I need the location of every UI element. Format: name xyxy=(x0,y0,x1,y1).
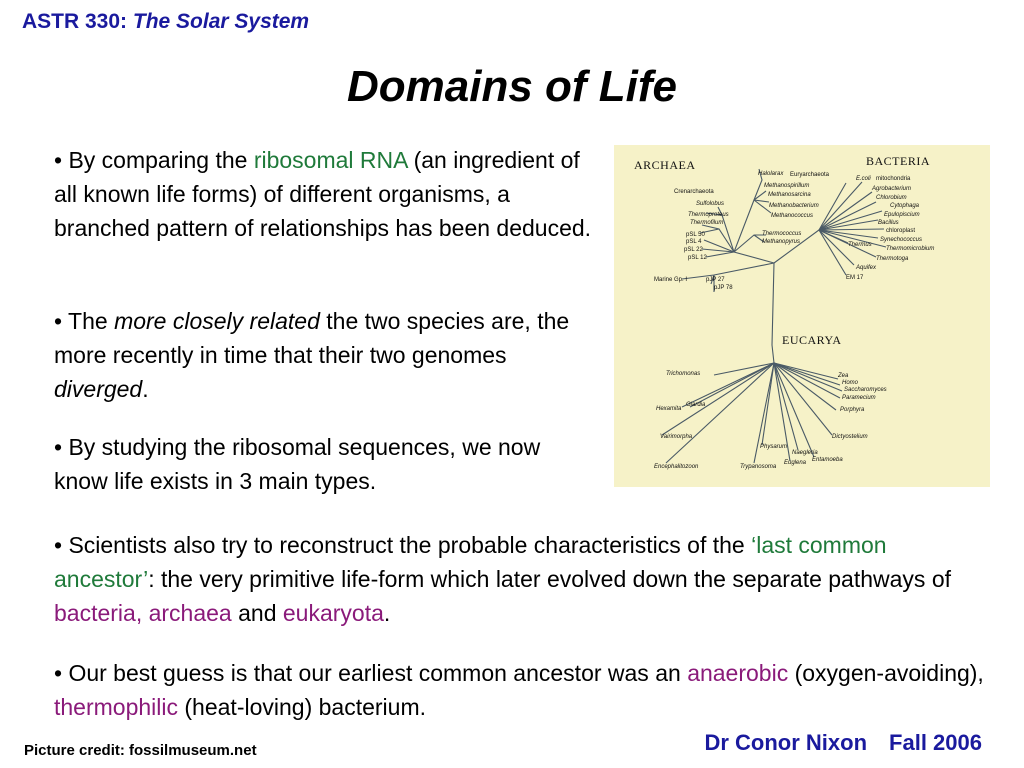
taxon-label: Vairimorpha xyxy=(660,434,693,440)
taxon-label: Aquifex xyxy=(855,265,877,271)
taxon-label: Halolarax xyxy=(758,171,784,177)
taxon-label: EM 17 xyxy=(846,275,864,281)
taxon-label: Methanospirillum xyxy=(764,183,809,189)
bullet-text: . xyxy=(383,600,391,626)
taxon-label: pSL 12 xyxy=(688,255,707,261)
taxon-label: Saccharomyces xyxy=(844,387,887,393)
course-subtitle: The Solar System xyxy=(132,10,310,33)
taxon-label: Thermococcus xyxy=(762,231,801,237)
taxon-label: Euryarchaeota xyxy=(790,172,830,178)
taxon-label: Encephalitozoon xyxy=(654,464,699,470)
taxon-label: Porphyra xyxy=(840,407,865,413)
taxon-label: pSL 50 xyxy=(686,232,705,238)
domain-label-archaea: ARCHAEA xyxy=(634,158,696,172)
taxon-label: Dictyostelium xyxy=(832,434,868,440)
emphasis-more-closely-related: more closely related xyxy=(114,308,320,334)
bullet-last-common-ancestor: • Scientists also try to reconstruct the… xyxy=(54,528,984,630)
taxon-label: Thermotoga xyxy=(876,256,909,262)
taxon-label: pJP 78 xyxy=(714,285,733,291)
highlight-anaerobic: anaerobic xyxy=(687,660,789,686)
taxon-label: Thermofilum xyxy=(690,220,723,226)
taxon-label: Homo xyxy=(842,380,859,386)
term: Fall 2006 xyxy=(889,730,982,755)
taxon-label: Euglena xyxy=(784,460,807,466)
bullet-best-guess: • Our best guess is that our earliest co… xyxy=(54,656,984,724)
bullet-text: • By comparing the xyxy=(54,147,254,173)
domain-label-eucarya: EUCARYA xyxy=(782,333,842,347)
taxon-label: Sulfolobus xyxy=(696,201,724,207)
picture-credit: Picture credit: fossilmuseum.net xyxy=(24,742,257,759)
taxon-label: Hexamita xyxy=(656,406,682,412)
tree-of-life-figure: ARCHAEA BACTERIA EUCARYA Halolarax Eurya… xyxy=(614,145,990,487)
taxon-label: Trichomonas xyxy=(666,371,700,377)
bullet-text: (heat-loving) bacterium. xyxy=(178,694,426,720)
taxon-label: Methanobacterium xyxy=(769,203,819,209)
domain-label-bacteria: BACTERIA xyxy=(866,154,930,168)
taxon-label: chloroplast xyxy=(886,228,915,234)
taxon-label: Crenarchaeota xyxy=(674,189,714,195)
highlight-eukaryota: eukaryota xyxy=(282,600,384,626)
course-code: ASTR 330: xyxy=(22,10,128,33)
bullet-text: (oxygen-avoiding), xyxy=(788,660,984,686)
course-header: ASTR 330: The Solar System xyxy=(22,10,309,34)
taxon-label: Methanosarcina xyxy=(768,192,811,198)
taxon-label: Entamoeba xyxy=(812,457,843,463)
bullet-text: (an ingredient of all known life forms) … xyxy=(54,147,592,241)
author-footer: Dr Conor Nixon Fall 2006 xyxy=(704,730,982,756)
bullet-text: : the very primitive life-form which lat… xyxy=(148,566,951,592)
taxon-label: Naegleria xyxy=(792,450,818,456)
bullet-text: • Our best guess is that our earliest co… xyxy=(54,660,688,686)
bullet-three-types: • By studying the ribosomal sequences, w… xyxy=(54,430,584,498)
taxon-label: mitochondria xyxy=(876,176,911,182)
bullet-text: and xyxy=(231,600,283,626)
taxon-label: Thermomicrobium xyxy=(886,246,934,252)
taxon-label: E.coli xyxy=(856,176,871,182)
bullet-text: • By studying the ribosomal sequences, w… xyxy=(54,434,541,494)
taxon-label: Agrobacterium xyxy=(871,186,911,192)
taxon-label: Epulopiscium xyxy=(884,212,920,218)
taxon-label: Methanococcus xyxy=(771,213,813,219)
highlight-thermophilic: thermophilic xyxy=(54,694,178,720)
archaea-labels: Halolarax Euryarchaeota Methanospirillum… xyxy=(654,171,830,291)
bullet-ribosomal-rna: • By comparing the ribosomal RNA (an ing… xyxy=(54,143,594,245)
bullet-text: . xyxy=(142,376,149,402)
taxon-label: Marine Gp. I xyxy=(654,277,687,283)
taxon-label: Chlorobium xyxy=(876,195,907,201)
taxon-label: Synechococcus xyxy=(880,237,922,243)
bullet-text: the two species are, the more recently i… xyxy=(54,308,570,368)
slide-title: Domains of Life xyxy=(346,62,678,111)
taxon-label: pJP 27 xyxy=(706,277,725,283)
taxon-label: Paramecium xyxy=(842,395,876,401)
bullet-closely-related: • The more closely related the two speci… xyxy=(54,304,594,406)
taxon-label: Methanopyrus xyxy=(762,239,800,245)
taxon-label: Zea xyxy=(837,373,849,379)
taxon-label: Thermus xyxy=(848,242,872,248)
taxon-label: Trypanosoma xyxy=(740,464,777,470)
emphasis-diverged: diverged xyxy=(54,376,143,402)
taxon-label: Giardia xyxy=(686,402,706,408)
author-name: Dr Conor Nixon xyxy=(704,730,868,755)
highlight-last-common-ancestor: ‘last common ancestor’ xyxy=(54,532,887,592)
eucarya-labels: Trichomonas Zea Homo Saccharomyces Param… xyxy=(654,371,887,470)
taxon-label: pSL 22 xyxy=(684,247,703,253)
taxon-label: Cytophaga xyxy=(890,203,920,209)
highlight-ribosomal-rna: ribosomal RNA xyxy=(253,147,408,173)
taxon-label: Physarum xyxy=(760,444,787,450)
highlight-bacteria-archaea: bacteria, archaea xyxy=(54,600,232,626)
phylogenetic-tree-diagram: ARCHAEA BACTERIA EUCARYA Halolarax Eurya… xyxy=(634,154,934,470)
taxon-label: pSL 4 xyxy=(686,239,702,245)
bullet-text: • Scientists also try to reconstruct the… xyxy=(54,532,752,558)
bullet-text: • The xyxy=(54,308,115,334)
taxon-label: Thermoproteus xyxy=(688,212,729,218)
taxon-label: Bacillus xyxy=(878,220,899,226)
tree-branches xyxy=(661,168,887,464)
bacteria-labels: E.coli mitochondria Agrobacterium Chloro… xyxy=(846,176,934,281)
